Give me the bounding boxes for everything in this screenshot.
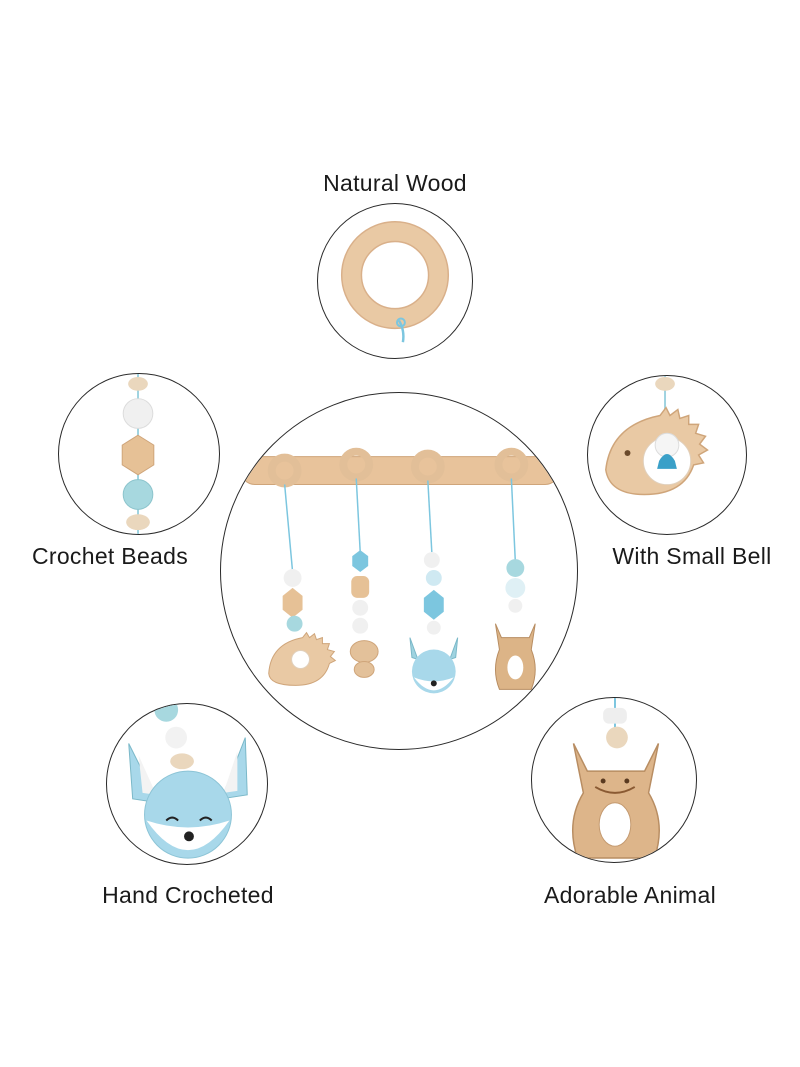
crochet-beads-circle xyxy=(58,373,220,535)
wooden-ring-icon xyxy=(340,221,450,343)
label-crochet-beads: Crochet Beads xyxy=(31,543,189,569)
crochet-bead-strand-icon xyxy=(121,374,155,534)
fox-wood-teether-icon xyxy=(572,698,660,859)
label-small-bell: With Small Bell xyxy=(612,543,772,569)
main-product-circle xyxy=(220,392,578,750)
natural-wood-circle xyxy=(317,203,473,359)
label-hand-crocheted: Hand Crocheted xyxy=(102,882,274,908)
hedgehog-bell-icon xyxy=(605,376,709,496)
hand-crocheted-circle xyxy=(106,703,268,865)
label-adorable-animal: Adorable Animal xyxy=(544,882,716,908)
baby-gym-toy-icon xyxy=(240,447,560,694)
label-natural-wood: Natural Wood xyxy=(323,170,467,196)
fox-crochet-head-icon xyxy=(128,704,248,859)
adorable-animal-circle xyxy=(531,697,697,863)
small-bell-circle xyxy=(587,375,747,535)
